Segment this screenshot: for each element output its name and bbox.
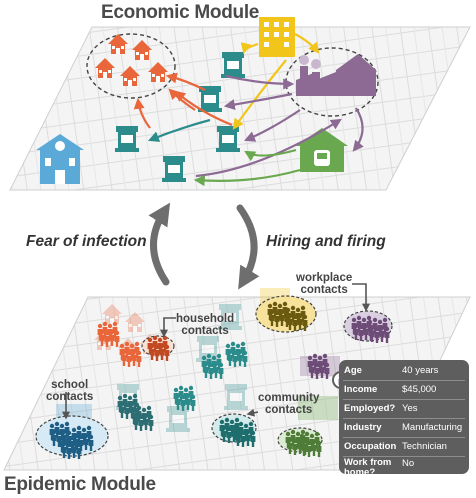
cycle-arrows [148,202,260,290]
school-contacts-label: school contacts [46,379,94,403]
shop-icon [162,156,186,182]
train-station-icon [296,128,348,172]
school-icon [36,134,84,184]
community-crowd [174,342,330,457]
workplace-contacts-label: workplace contacts [296,272,353,296]
card-divider [343,380,465,381]
community-contacts-label: community contacts [258,392,320,416]
epidemic-module-title: Epidemic Module [4,474,156,495]
household-crowd [98,322,175,367]
economic-flow-arrows [133,33,364,187]
household-contacts-label: household contacts [176,313,235,337]
households-cluster [86,33,176,99]
school-crowd [35,394,153,459]
economic-module-title: Economic Module [101,2,260,23]
office-building-icon [259,17,295,57]
shop-icon [115,126,139,152]
factory-icon [296,54,376,96]
agent-info-card: Age 40 years Income $45,000 Employed? Ye… [339,360,469,478]
card-divider [343,399,465,400]
card-divider [343,437,465,438]
card-divider [343,456,465,457]
card-divider [343,418,465,419]
shop-icon [216,126,240,152]
hiring-and-firing-arrow [236,204,260,290]
shop-icon [198,86,222,112]
fear-of-infection-arrow [148,202,171,286]
callout-lines [62,283,370,420]
fear-of-infection-label: Fear of infection [26,233,147,250]
hiring-and-firing-label: Hiring and firing [266,233,386,250]
shop-icon [221,52,245,78]
factory-cluster [285,47,379,117]
workplace-crowd [255,295,393,343]
